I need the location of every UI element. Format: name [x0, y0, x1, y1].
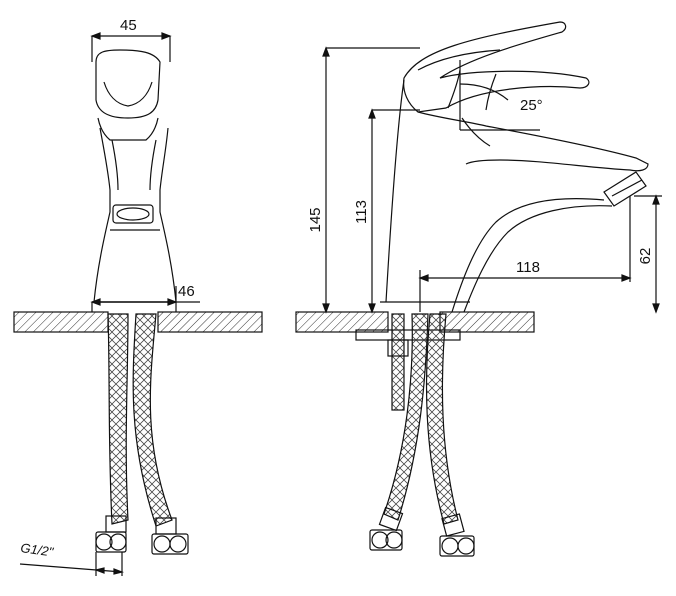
label-handle-angle: 25° — [520, 97, 543, 114]
front-view — [13, 32, 263, 576]
label-height-spout: 113 — [353, 200, 370, 224]
side-handle — [403, 21, 590, 113]
side-hose-left — [383, 313, 429, 521]
front-aerator — [112, 204, 154, 224]
side-view — [295, 21, 662, 557]
front-fitting-left — [95, 515, 127, 553]
front-hose-right — [132, 313, 173, 527]
mounting-rod — [391, 313, 405, 411]
label-spout-reach: 118 — [516, 259, 540, 276]
side-fitting-left — [369, 506, 404, 551]
countertop-front-left — [13, 311, 109, 333]
label-thread: G1/2" — [20, 540, 56, 560]
front-hose-left — [107, 313, 129, 525]
label-width-top: 45 — [120, 17, 137, 34]
countertop-side-left — [295, 311, 389, 333]
side-fitting-right — [439, 513, 475, 557]
label-width-base: 46 — [178, 283, 195, 300]
label-spout-height: 62 — [637, 248, 654, 265]
countertop-front-right — [157, 311, 263, 333]
front-body — [93, 127, 177, 303]
dim-arc-25 — [459, 83, 509, 101]
countertop-side-right — [439, 311, 535, 333]
dim-line-thread — [19, 563, 123, 573]
front-handle — [95, 49, 161, 119]
label-height-total: 145 — [307, 207, 324, 232]
side-spout — [417, 111, 649, 172]
side-aerator — [603, 171, 647, 207]
front-fitting-right — [151, 517, 189, 555]
side-hose-right — [425, 313, 459, 525]
